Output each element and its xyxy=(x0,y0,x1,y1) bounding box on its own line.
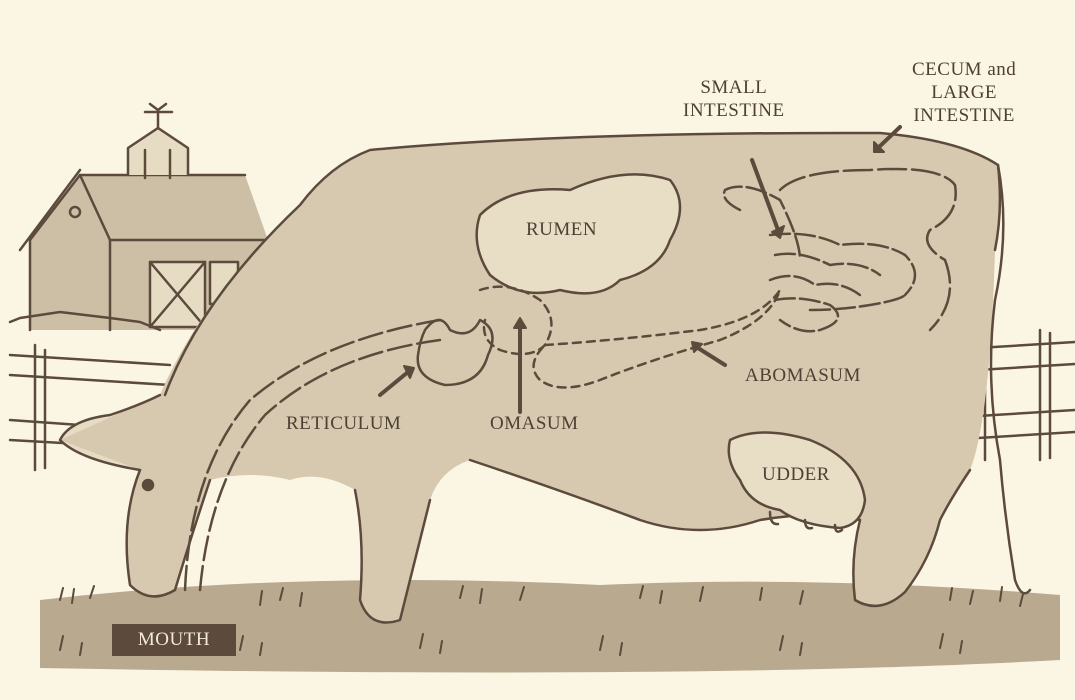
label-omasum: OMASUM xyxy=(490,412,579,435)
label-reticulum: RETICULUM xyxy=(286,412,401,435)
label-mouth: MOUTH xyxy=(112,624,236,656)
label-small-intestine: SMALL INTESTINE xyxy=(683,76,785,122)
cow-eye xyxy=(143,480,153,490)
label-rumen: RUMEN xyxy=(526,218,597,241)
label-cecum-large-intestine: CECUM and LARGE INTESTINE xyxy=(912,58,1016,127)
label-udder: UDDER xyxy=(762,463,830,486)
label-abomasum: ABOMASUM xyxy=(745,364,861,387)
label-mouth-text: MOUTH xyxy=(112,624,236,656)
